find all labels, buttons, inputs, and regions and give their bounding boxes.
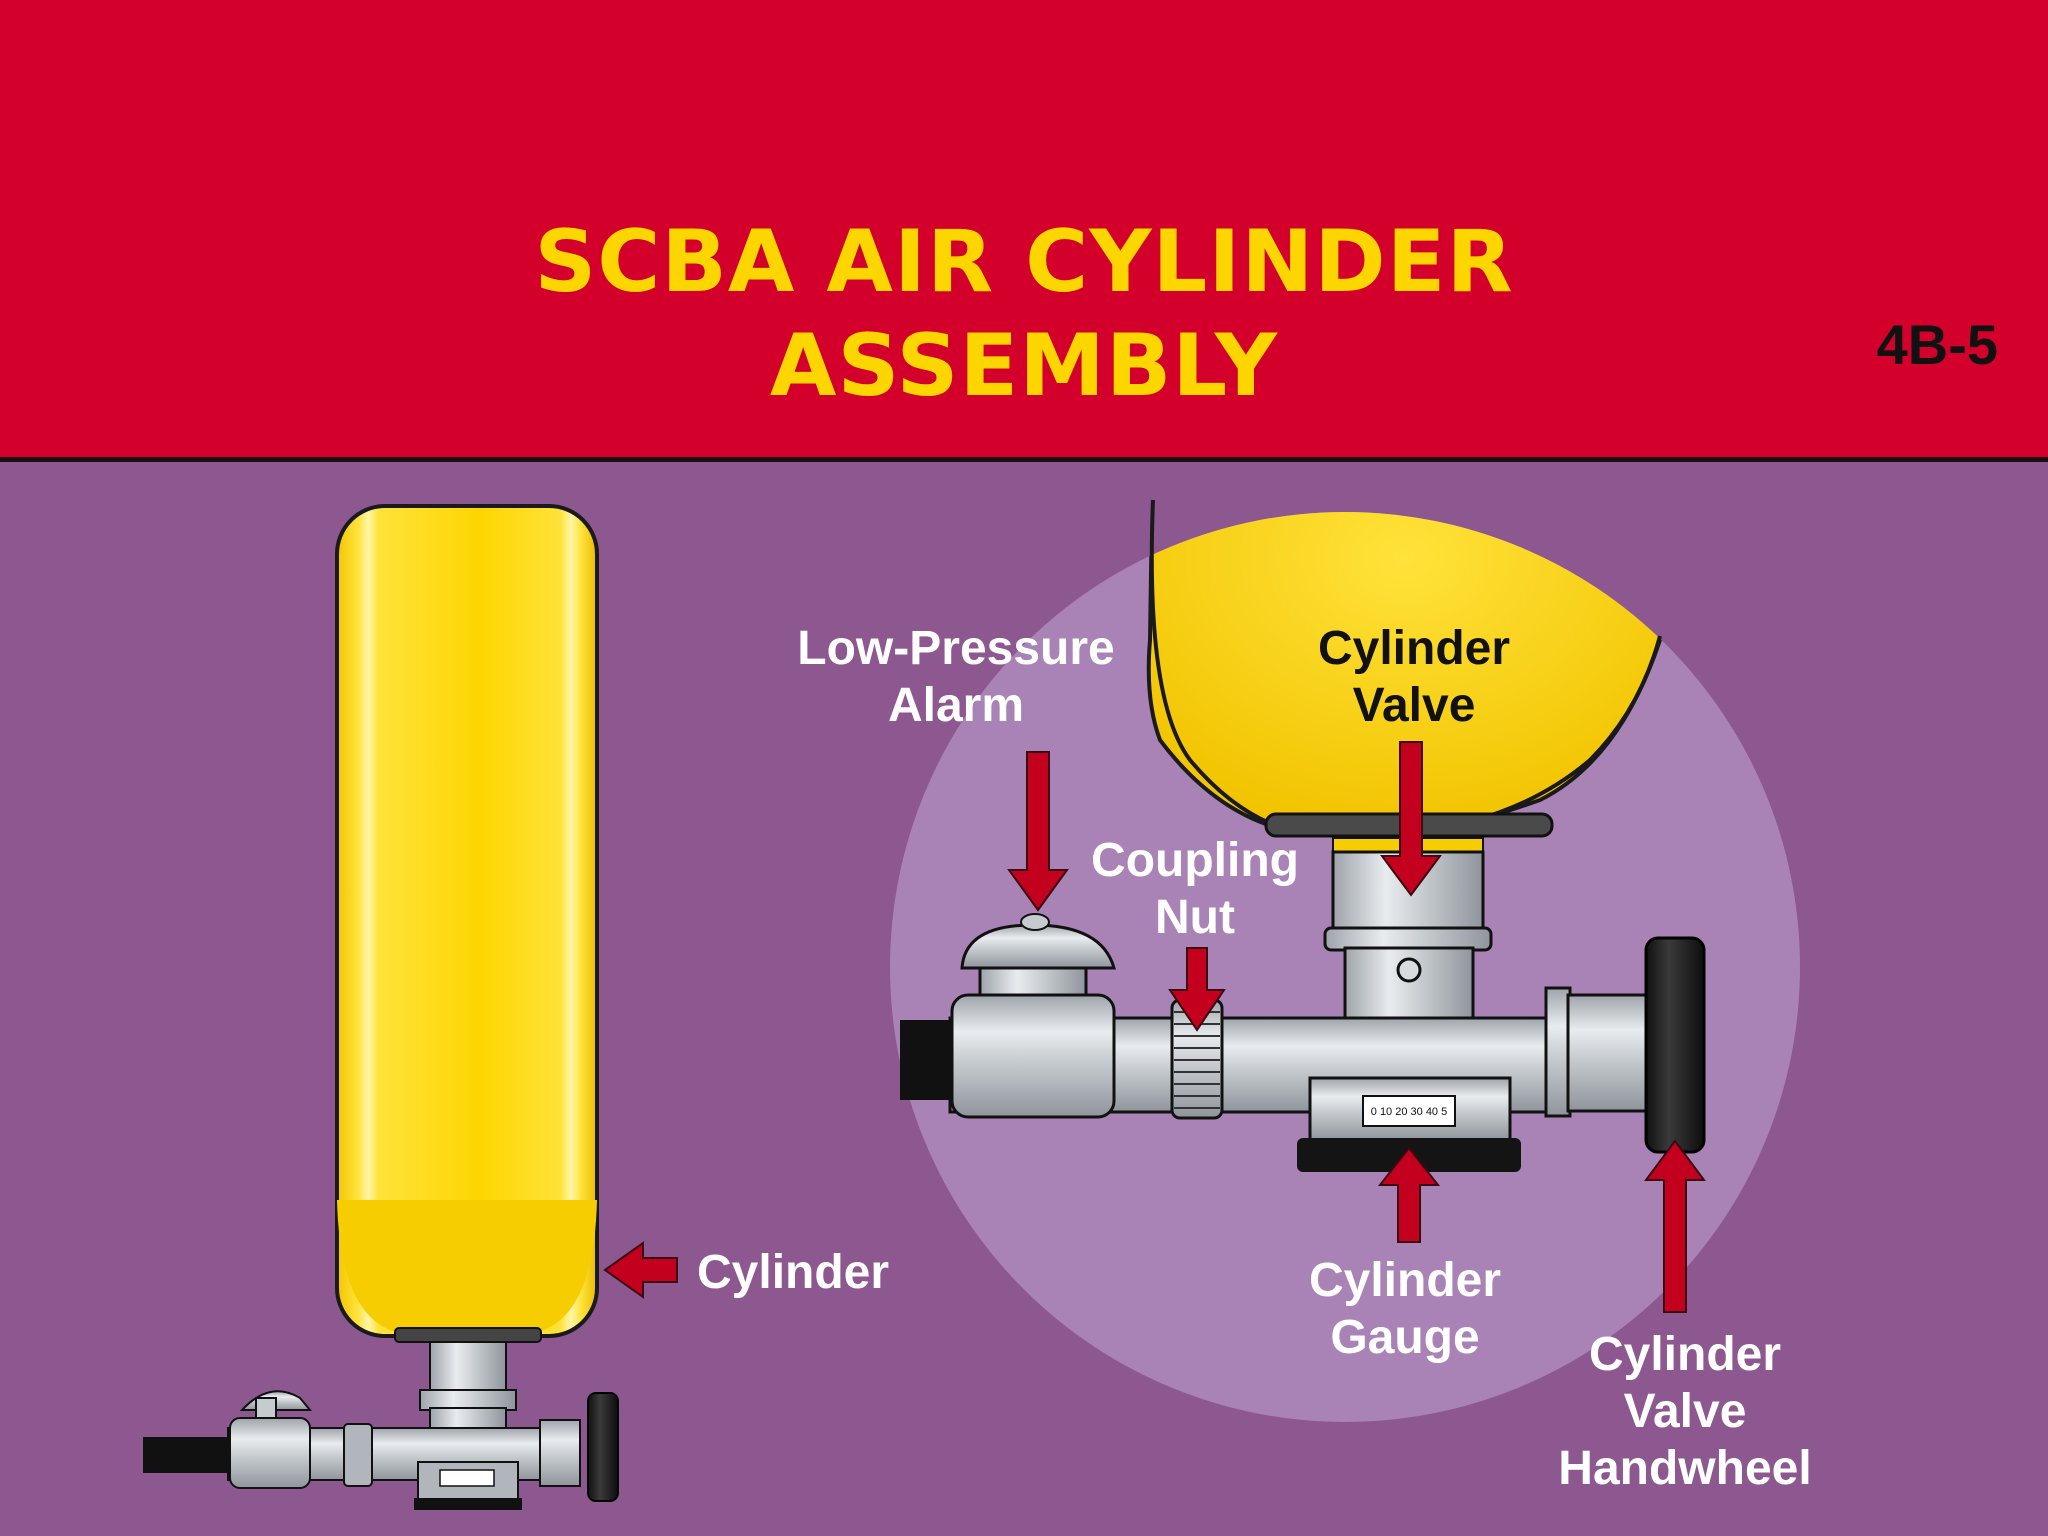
label-low-pressure-alarm: Low-Pressure Alarm — [797, 622, 1115, 732]
label-coupling-nut: Coupling Nut — [1091, 834, 1299, 944]
title-line-2: ASSEMBLY — [769, 316, 1279, 416]
small-handwheel — [587, 1392, 619, 1502]
page-title: SCBA AIR CYLINDER ASSEMBLY — [0, 210, 2048, 418]
title-banner — [0, 0, 2048, 462]
cylinder-neck — [429, 1341, 507, 1393]
detail-gauge-dial — [1362, 1095, 1456, 1127]
label-cylinder: Cylinder — [697, 1246, 890, 1299]
small-hose — [143, 1437, 233, 1473]
arrow-cylinder-valve-handwheel — [1644, 1139, 1706, 1313]
arrow-cylinder — [603, 1241, 678, 1299]
arrow-coupling-nut — [1168, 947, 1226, 1032]
label-cylinder-valve-handwheel: Cylinder Valve Handwheel — [1558, 1328, 1812, 1495]
gauge-scale-text: 0 10 20 30 40 5 — [1371, 1106, 1447, 1118]
arrow-cylinder-gauge — [1377, 1146, 1441, 1243]
arrow-cylinder-valve — [1380, 741, 1442, 897]
label-cylinder-gauge: Cylinder Gauge — [1308, 1254, 1502, 1364]
page-code: 4B-5 — [1876, 313, 1998, 376]
title-line-1: SCBA AIR CYLINDER — [534, 212, 1514, 312]
cylinder-assembly-small — [143, 504, 619, 1510]
detail-alarm-body — [950, 993, 1116, 1119]
arrow-low-pressure-alarm — [1007, 751, 1069, 912]
label-cylinder-valve: Cylinder Valve — [1317, 622, 1511, 732]
detail-handwheel — [1644, 936, 1706, 1154]
cylinder-collar — [394, 1327, 542, 1343]
